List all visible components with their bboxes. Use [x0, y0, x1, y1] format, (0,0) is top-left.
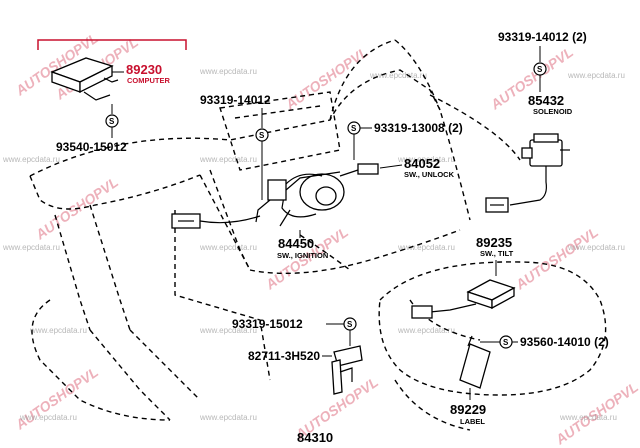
ignition-lock-cylinder	[255, 171, 345, 227]
tilt-switch-description: SW., TILT	[480, 249, 514, 258]
watermark-site: www.epcdata.ru	[19, 413, 77, 422]
watermark-site: www.epcdata.ru	[29, 326, 87, 335]
watermark-site: www.epcdata.ru	[2, 155, 60, 164]
label-group: 89229 LABEL	[450, 335, 491, 426]
watermark-site: www.epcdata.ru	[199, 155, 257, 164]
screw-93560-part-number: 93560-14010 (2)	[520, 335, 609, 349]
watermark-site: www.epcdata.ru	[397, 326, 455, 335]
unlock-switch-description: SW., UNLOCK	[404, 170, 455, 179]
watermark-brand: AUTOSHOPVL	[12, 364, 101, 433]
watermark-site: www.epcdata.ru	[2, 243, 60, 252]
screw-93319-14012-top-group: 93319-14012 (2) S	[498, 30, 587, 92]
watermark-site: www.epcdata.ru	[369, 71, 427, 80]
label-part	[459, 335, 491, 389]
computer-group: 89230 COMPUTER	[37, 39, 187, 101]
assembly-part-number: 84310	[297, 430, 333, 445]
watermark-site: www.epcdata.ru	[199, 67, 257, 76]
solenoid-unit	[485, 133, 570, 213]
computer-module	[50, 57, 119, 101]
screw-symbol-letter: S	[503, 338, 509, 347]
watermark-site: www.epcdata.ru	[397, 155, 455, 164]
watermark-site: www.epcdata.ru	[199, 413, 257, 422]
dashboard-outline	[29, 39, 607, 431]
bolt-93540-part-number: 93540-15012	[56, 140, 127, 154]
computer-bracket-frame	[37, 39, 187, 50]
screw-symbol-letter: S	[109, 117, 115, 126]
label-description: LABEL	[460, 417, 485, 426]
ignition-switch-description: SW., IGNITION	[277, 251, 328, 260]
ignition-switch-part-number: 84450	[278, 236, 314, 251]
watermark-site: www.epcdata.ru	[559, 413, 617, 422]
ignition-switch-group: 84450 SW., IGNITION	[171, 171, 345, 260]
screw-93319-13008-part-number: 93319-13008 (2)	[374, 121, 463, 135]
screw-93319-14012-center-group: 93319-14012 S	[200, 93, 271, 200]
watermark-site: www.epcdata.ru	[397, 243, 455, 252]
screw-93319-15012-part-number: 93319-15012	[232, 317, 303, 331]
label-part-number: 89229	[450, 402, 486, 417]
watermark-brand: AUTOSHOPVL	[282, 44, 371, 113]
screw-symbol-letter: S	[347, 320, 353, 329]
bracket-part	[331, 345, 363, 395]
watermark-site: www.epcdata.ru	[567, 71, 625, 80]
unlock-switch-group: 84052 SW., UNLOCK	[339, 156, 455, 179]
wire-connector-left	[171, 213, 261, 229]
computer-description: COMPUTER	[127, 76, 171, 85]
screw-93319-15012-group: 93319-15012 S	[232, 317, 357, 346]
bracket-part-number: 82711-3H520	[248, 349, 320, 363]
tilt-switch-part	[411, 279, 516, 319]
screw-symbol-letter: S	[537, 65, 543, 74]
screw-symbol-letter: S	[351, 124, 357, 133]
watermark-site: www.epcdata.ru	[199, 243, 257, 252]
screw-93319-14012-center-part-number: 93319-14012	[200, 93, 271, 107]
screw-93319-13008-group: S 93319-13008 (2)	[347, 121, 463, 160]
screw-93319-14012-top-part-number: 93319-14012 (2)	[498, 30, 587, 44]
bolt-93540-group: S 93540-15012	[56, 104, 127, 154]
watermark-brand: AUTOSHOPVL	[512, 224, 601, 293]
bracket-group: 82711-3H520	[248, 345, 363, 395]
solenoid-part-number: 85432	[528, 93, 564, 108]
unlock-switch-part-number: 84052	[404, 156, 440, 171]
solenoid-description: SOLENOID	[533, 107, 573, 116]
watermark-site: www.epcdata.ru	[199, 326, 257, 335]
unlock-switch-part	[339, 163, 379, 177]
tilt-switch-group: 89235 SW., TILT	[411, 235, 516, 319]
screw-symbol-letter: S	[259, 131, 265, 140]
tilt-switch-part-number: 89235	[476, 235, 512, 250]
computer-part-number: 89230	[126, 62, 162, 77]
watermark-site: www.epcdata.ru	[567, 243, 625, 252]
solenoid-group: 85432 SOLENOID	[485, 93, 573, 213]
screw-93560-group: S 93560-14010 (2)	[480, 335, 609, 349]
